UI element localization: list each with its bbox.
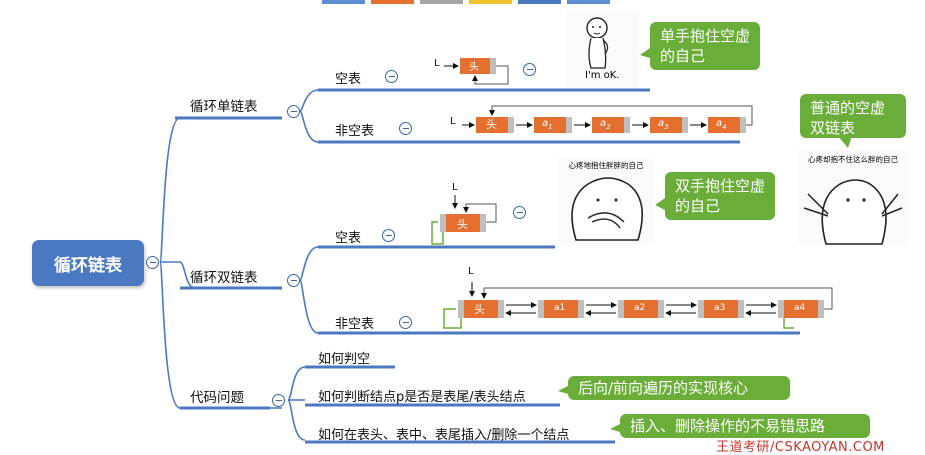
pointer-label-L: L — [434, 58, 440, 69]
callout-insert-delete[interactable]: 插入、删除操作的不易错思路 — [620, 414, 870, 438]
head-node — [464, 300, 498, 318]
collapse-toggle-single-nonempty[interactable] — [399, 122, 412, 135]
collapse-toggle-single-empty[interactable] — [385, 70, 398, 83]
top-strip-segment — [371, 0, 414, 4]
callout-traverse[interactable]: 后向/前向遍历的实现核心 — [568, 376, 790, 400]
pointer-label-L: L — [452, 182, 458, 193]
list-node — [624, 300, 658, 318]
head-node — [476, 117, 508, 133]
subtopic-double-empty[interactable]: 空表 — [335, 231, 362, 246]
collapse-toggle-single[interactable] — [287, 105, 300, 118]
chubby-cannot-hug-image — [803, 179, 903, 245]
callout-double-list[interactable]: 普通的空虚双链表 — [800, 94, 906, 138]
list-node-label: a2 — [634, 303, 646, 313]
meme-cannot-hug: 心疼却抱不住这么胖的自己 — [798, 150, 908, 246]
collapse-toggle-double-empty-img[interactable] — [513, 206, 526, 219]
subtopic-single-nonempty[interactable]: 非空表 — [335, 124, 375, 139]
branch-code-questions[interactable]: 代码问题 — [190, 390, 244, 406]
top-strip-segment — [518, 0, 561, 4]
branch-single-circular[interactable]: 循环单链表 — [190, 99, 258, 115]
pointer-label-L: L — [450, 116, 456, 127]
subtopic-double-nonempty[interactable]: 非空表 — [335, 317, 375, 332]
list-node — [784, 300, 818, 318]
root-node[interactable]: 循环链表 — [32, 240, 144, 286]
collapse-toggle-single-empty-img[interactable] — [523, 63, 536, 76]
list-node-label: a4 — [716, 118, 727, 131]
head-node-label: 头 — [469, 62, 479, 73]
mindmap-connectors — [159, 0, 852, 444]
meme-one-hand: I'm oK. — [567, 10, 639, 88]
callout-double-empty[interactable]: 双手抱住空虚的自己 — [665, 172, 775, 220]
list-node — [544, 300, 578, 318]
chubby-hug-image — [571, 177, 644, 241]
meme-two-hands: 心疼地抱住胖胖的自己 — [558, 158, 654, 244]
collapse-toggle-double-nonempty[interactable] — [399, 316, 412, 329]
callout-single-empty[interactable]: 单手抱住空虚的自己 — [650, 22, 760, 70]
collapse-toggle-code[interactable] — [272, 394, 285, 407]
list-node — [704, 300, 738, 318]
watermark: 王道考研/CSKAOYAN.COM — [716, 440, 885, 455]
list-node-label: a3 — [658, 118, 669, 131]
top-strip-segment — [567, 0, 610, 4]
single-list-diagram — [462, 105, 753, 133]
list-node — [708, 117, 740, 133]
list-node-label: a1 — [554, 303, 566, 313]
top-strip-segment — [322, 0, 365, 4]
collapse-toggle-root[interactable] — [146, 256, 159, 269]
branch-double-circular[interactable]: 循环双链表 — [190, 270, 258, 286]
meme-two-caption: 心疼地抱住胖胖的自己 — [568, 161, 644, 170]
list-node-label: a3 — [714, 303, 726, 313]
single-empty-diagram — [444, 58, 509, 85]
list-node-label: a2 — [600, 118, 611, 131]
list-node — [592, 117, 624, 133]
root-label: 循环链表 — [54, 255, 122, 276]
top-strip-segment — [420, 0, 463, 4]
subtopic-check-empty[interactable]: 如何判空 — [318, 352, 371, 367]
subtopic-insert-delete[interactable]: 如何在表头、表中、表尾插入/删除一个结点 — [318, 428, 570, 443]
pointer-label-L: L — [468, 266, 474, 277]
list-node — [534, 117, 566, 133]
subtopic-single-empty[interactable]: 空表 — [335, 72, 362, 87]
top-strip-segment — [469, 0, 512, 4]
meme-three-caption: 心疼却抱不住这么胖的自己 — [808, 155, 898, 164]
subtopic-check-tail-head[interactable]: 如何判断结点p是否是表尾/表头结点 — [318, 390, 526, 405]
head-node-label: 头 — [457, 218, 468, 231]
list-node — [650, 117, 682, 133]
collapse-toggle-double[interactable] — [287, 274, 300, 287]
list-node-label: a1 — [542, 118, 553, 131]
top-strip — [322, 0, 610, 4]
stick-figure-image — [586, 17, 609, 69]
double-list-diagram — [443, 282, 833, 329]
collapse-toggle-double-empty[interactable] — [382, 229, 395, 242]
head-node-label: 头 — [486, 118, 497, 131]
double-empty-diagram — [431, 195, 497, 245]
list-node-label: a4 — [794, 303, 806, 313]
meme-one-caption: I'm oK. — [585, 70, 620, 81]
head-node-label: 头 — [474, 303, 485, 316]
